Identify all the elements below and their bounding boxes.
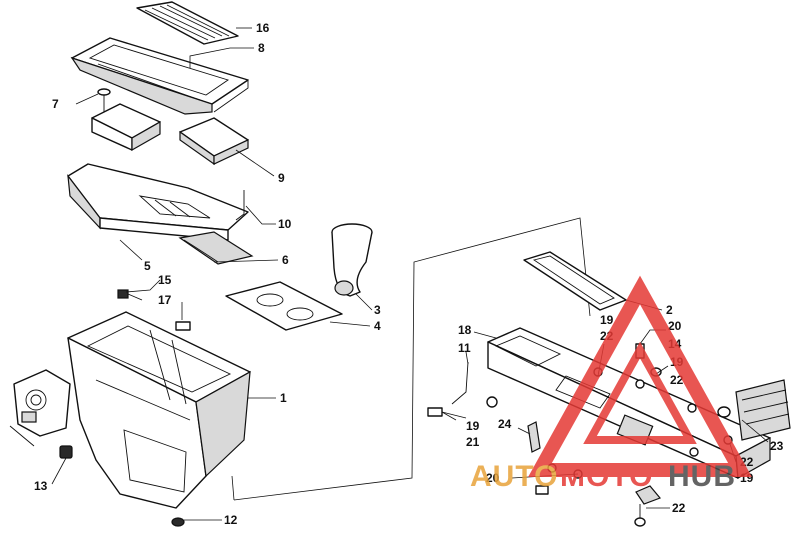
callout-18: 18 [458,323,472,337]
watermark-text-hub: HUB [668,460,736,493]
watermark-text-auto: AUTO [470,460,558,493]
part-9-foam-filter [179,117,249,166]
callout-6: 6 [282,253,289,267]
callout-1: 1 [280,391,287,405]
callout-17: 17 [158,293,172,307]
callout-24: 24 [498,417,512,431]
callout-19-a: 19 [600,313,614,327]
part-15-bolt [117,289,143,301]
part-17-stud [175,321,191,331]
part-16-decal [136,1,239,45]
part-11-link-rod [451,361,498,408]
part-4-gasket [225,281,343,331]
part-13-boot [59,445,73,459]
callout-10: 10 [278,217,292,231]
watermark-triangle-inner [583,341,697,444]
callout-22-d: 22 [672,501,686,515]
part-24-plate [527,421,541,453]
callout-2: 2 [666,303,673,317]
sensor-module [91,103,161,152]
watermark-triangle-outer [528,275,752,477]
callout-20-a: 20 [668,319,682,333]
part-7-screw [97,88,111,112]
callout-21: 21 [466,435,480,449]
callout-11: 11 [458,341,471,355]
part-6-foam-pad [178,231,254,265]
part-5-intake-tray [67,163,249,241]
part-2-gasket-strip [523,251,627,311]
callout-20-b: 20 [486,471,500,485]
carburetor [9,369,71,447]
part-3-elbow-boot [331,223,373,297]
callout-3: 3 [374,303,381,317]
callout-8: 8 [258,41,265,55]
watermark-logo: AUTO MOTO HUB [470,275,752,493]
callout-12: 12 [224,513,238,527]
part-8-airbox-lid [70,37,249,115]
part-12-drain-plug [171,517,185,527]
watermark-text-moto: MOTO [560,460,653,493]
callout-13: 13 [34,479,48,493]
callout-9: 9 [278,171,285,185]
part-1-airbox-housing [67,311,251,509]
part-10-clip [235,190,245,221]
part-23-filter [735,379,791,441]
callout-5: 5 [144,259,151,273]
callout-4: 4 [374,319,381,333]
callout-23: 23 [770,439,784,453]
callout-7: 7 [52,97,59,111]
callout-labels: 16 8 7 9 10 5 6 15 17 3 4 1 13 12 2 18 1… [34,21,784,527]
connection-lines [231,217,591,501]
callout-15: 15 [158,273,172,287]
callout-16: 16 [256,21,270,35]
callout-19-c: 19 [466,419,480,433]
